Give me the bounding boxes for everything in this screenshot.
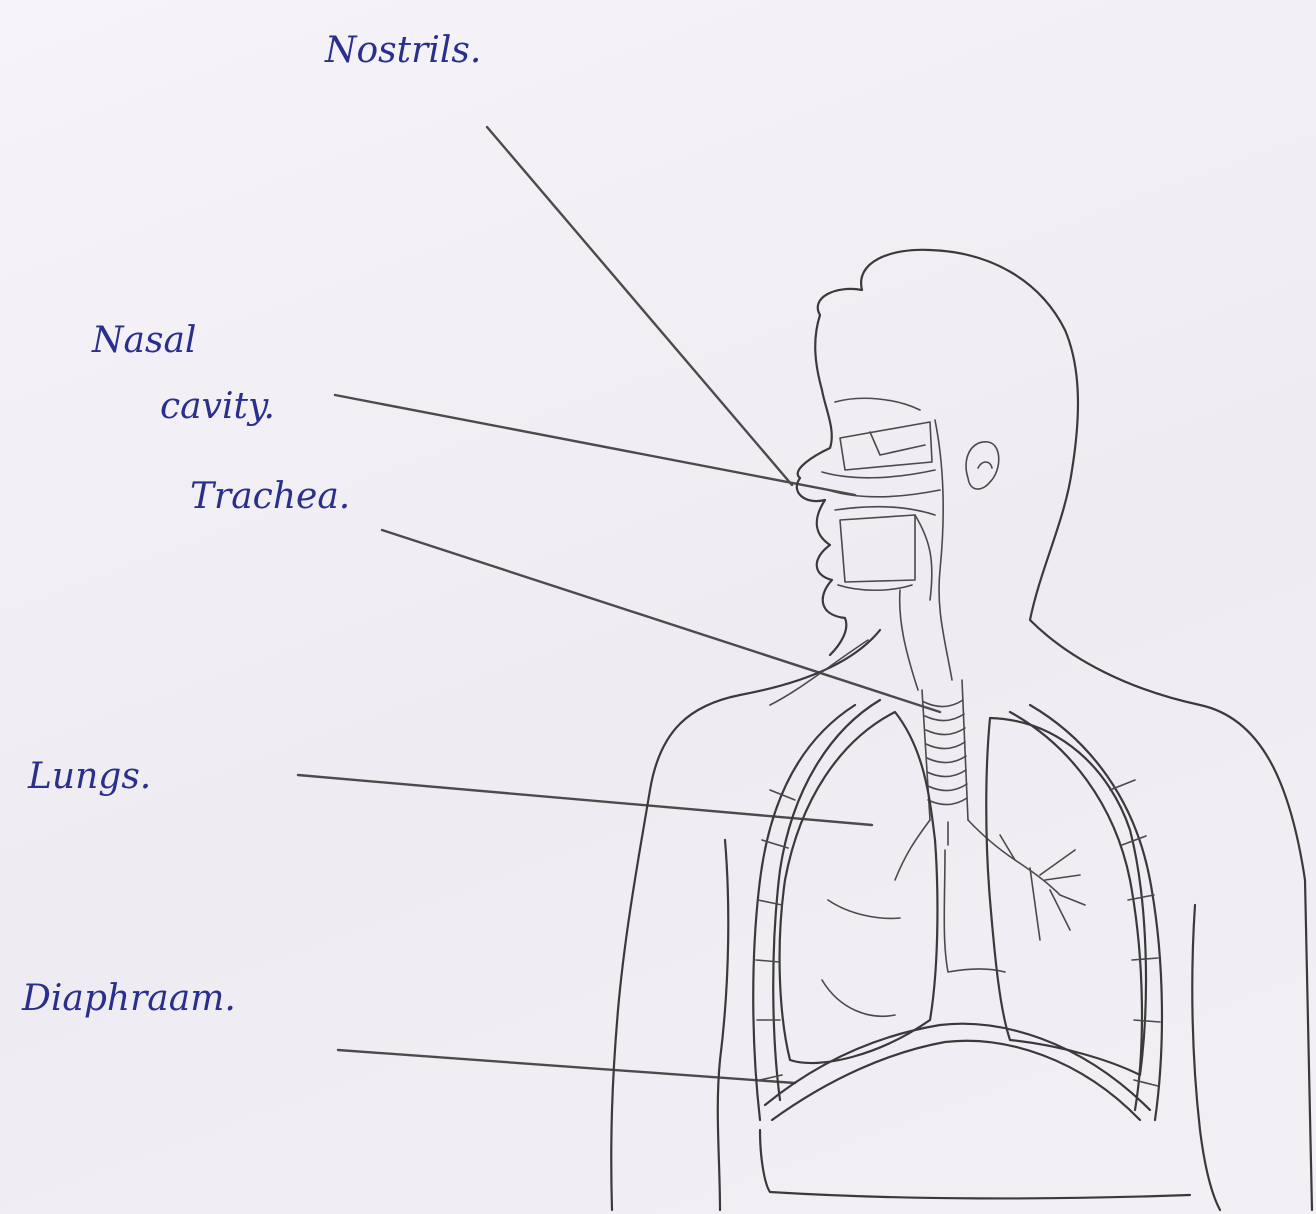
pharynx: [900, 420, 952, 690]
label-diaphragm: Diaphraam.: [21, 978, 236, 1019]
bronchi: [895, 820, 1015, 880]
left-lung-fissures: [822, 900, 900, 1016]
nasal-passage: [822, 398, 940, 515]
oral-cavity: [838, 515, 915, 590]
left-lung: [780, 712, 938, 1063]
rib-cage-right: [1010, 705, 1162, 1120]
nasal-cavity-box: [840, 422, 932, 470]
ear-outline: [966, 442, 999, 489]
leader-line-trachea: [382, 530, 940, 712]
face-lower-outline: [797, 478, 847, 655]
body-outline: [798, 250, 1312, 1210]
left-arm-inner-edge: [718, 840, 729, 1210]
rib-cage-left: [753, 700, 880, 1120]
bronchial-tree: [1000, 835, 1085, 940]
trachea-rings: [924, 700, 967, 805]
leader-line-lungs: [298, 775, 872, 825]
diaphragm: [765, 1024, 1150, 1120]
torso-bottom-line: [760, 1130, 1190, 1198]
label-nasal-cavity-line1: Nasal: [91, 320, 196, 361]
label-trachea: Trachea.: [190, 476, 350, 517]
right-arm-inner-edge: [1192, 905, 1220, 1210]
leader-line-nasal-cavity: [335, 395, 855, 495]
label-nostrils: Nostrils.: [324, 30, 481, 71]
label-nasal-cavity-line2: cavity.: [160, 386, 275, 427]
label-lungs: Lungs.: [27, 756, 151, 797]
leader-line-nostrils: [487, 127, 792, 485]
right-lung: [986, 718, 1146, 1075]
leader-line-diaphragm: [338, 1050, 795, 1083]
